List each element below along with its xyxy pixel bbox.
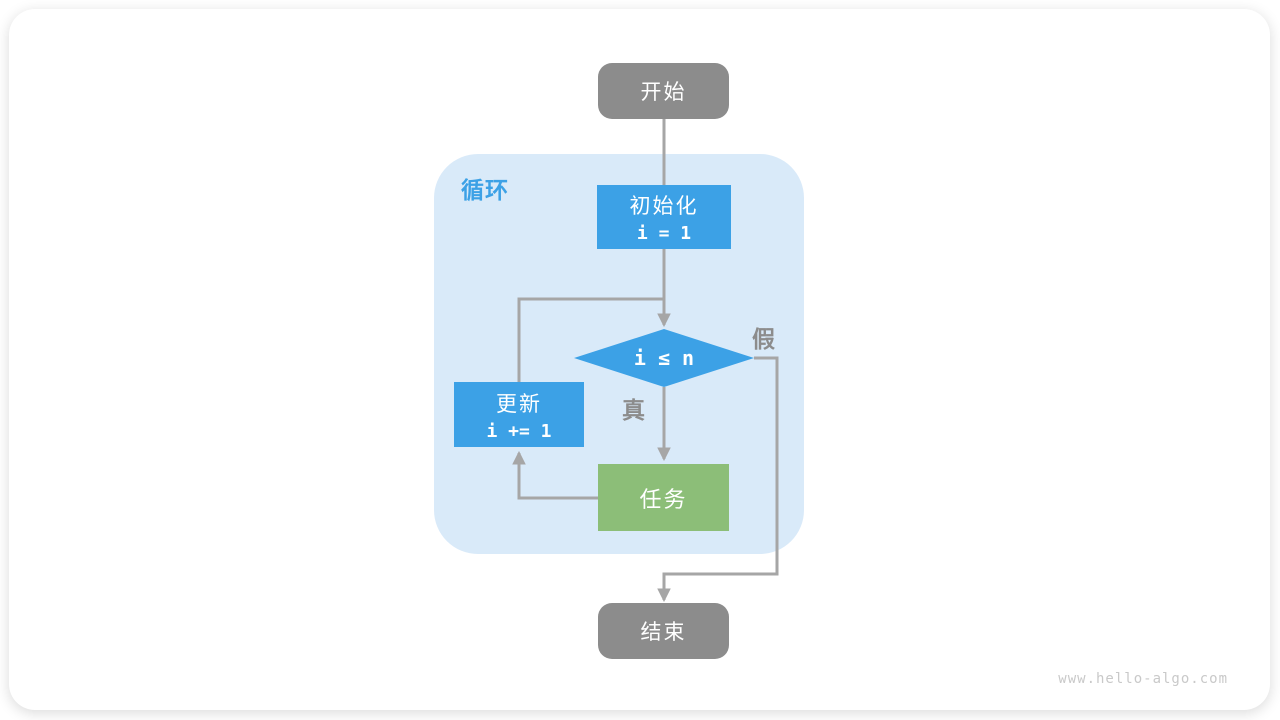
node-initialize-title: 初始化 [629, 195, 699, 218]
watermark: www.hello-algo.com [1058, 671, 1228, 687]
node-initialize-code: i = 1 [636, 223, 692, 244]
node-initialize: 初始化 i = 1 [597, 185, 731, 249]
diagram-card: 循环 开始 初始化 i = 1 i ≤ n 真 假 更新 i += 1 任务 结… [9, 9, 1270, 710]
node-update: 更新 i += 1 [454, 382, 584, 447]
branch-false-label: 假 [752, 326, 775, 352]
loop-label: 循环 [461, 177, 509, 203]
node-task-label: 任务 [639, 486, 688, 512]
node-end-label: 结束 [640, 621, 687, 644]
node-start-label: 开始 [640, 81, 687, 104]
node-update-code: i += 1 [486, 420, 552, 442]
branch-true-label: 真 [622, 397, 645, 423]
node-update-title: 更新 [496, 392, 542, 416]
node-task: 任务 [598, 464, 729, 531]
node-start: 开始 [598, 63, 729, 119]
node-condition-code: i ≤ n [633, 346, 695, 370]
node-end: 结束 [598, 603, 729, 659]
